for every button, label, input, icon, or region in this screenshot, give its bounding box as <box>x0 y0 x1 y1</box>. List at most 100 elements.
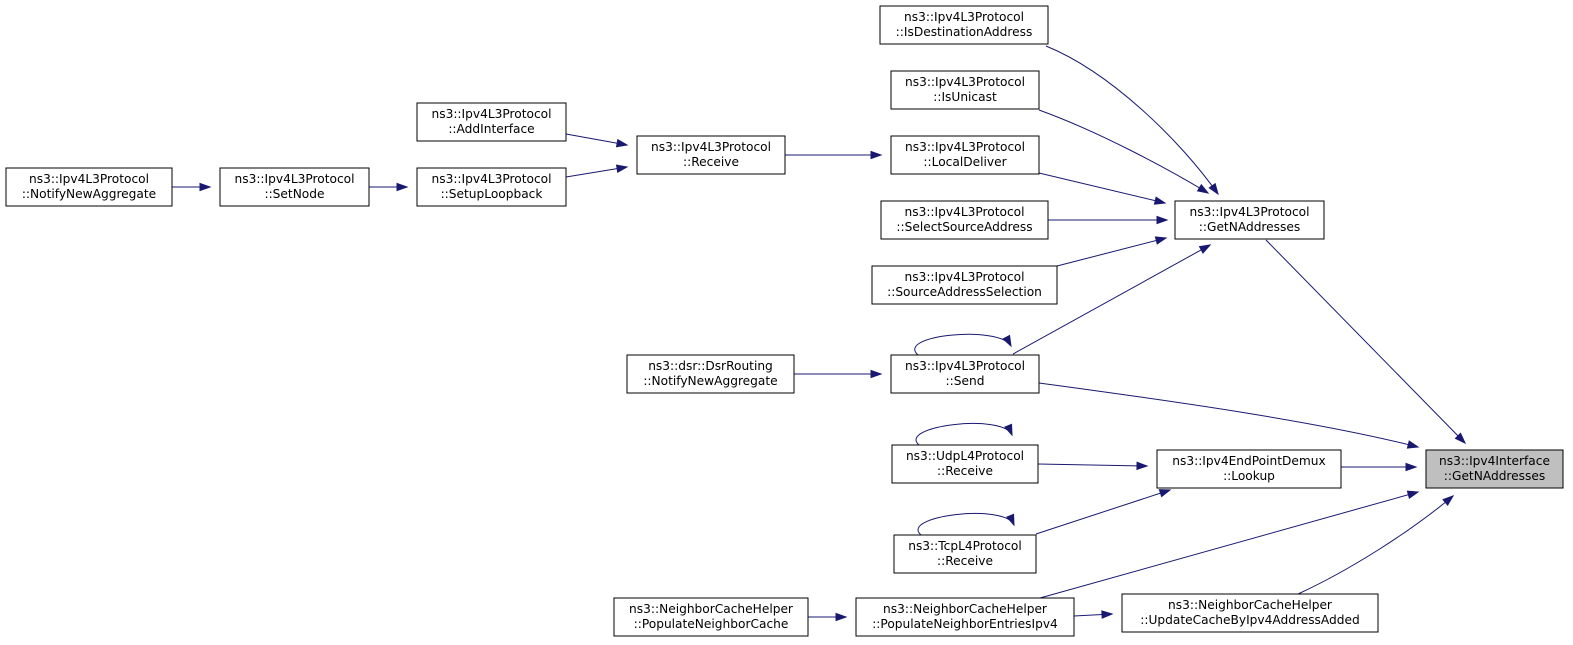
arrow-head <box>1198 244 1212 254</box>
arrow-head <box>1405 462 1418 472</box>
edge-setloop-to-recv <box>565 164 629 178</box>
node-method-label: ::AddInterface <box>448 122 534 136</box>
node-method-label: ::GetNAddresses <box>1444 469 1545 483</box>
node-isuni[interactable]: ns3::Ipv4L3Protocol::IsUnicast <box>890 70 1040 110</box>
node-update[interactable]: ns3::NeighborCacheHelper::UpdateCacheByI… <box>1121 593 1379 633</box>
node-box[interactable] <box>1156 449 1342 489</box>
node-method-label: ::LocalDeliver <box>923 155 1007 169</box>
node-dsr[interactable]: ns3::dsr::DsrRouting::NotifyNewAggregate <box>626 354 795 394</box>
arrow-head <box>1406 490 1420 499</box>
arrow-head <box>1406 440 1420 449</box>
node-method-label: ::SelectSourceAddress <box>896 220 1032 234</box>
edge-line <box>1038 109 1209 194</box>
arrow-head <box>1156 215 1169 225</box>
edge-line <box>1038 172 1166 204</box>
node-class-label: ns3::dsr::DsrRouting <box>648 359 773 373</box>
node-local[interactable]: ns3::Ipv4L3Protocol::LocalDeliver <box>890 135 1040 175</box>
node-recv[interactable]: ns3::Ipv4L3Protocol::Receive <box>636 135 786 175</box>
arrow-head <box>1002 334 1012 348</box>
node-target[interactable]: ns3::Ipv4Interface::GetNAddresses <box>1425 449 1564 489</box>
edge-line <box>1012 244 1211 355</box>
node-tcp[interactable]: ns3::TcpL4Protocol::Receive <box>893 534 1037 574</box>
edge-notify1-to-setnode <box>172 182 212 192</box>
node-method-label: ::Send <box>946 374 985 388</box>
node-box[interactable] <box>416 167 567 207</box>
node-method-label: ::Receive <box>937 554 993 568</box>
node-box[interactable] <box>890 135 1040 175</box>
node-box[interactable] <box>416 102 567 142</box>
edge-line <box>917 512 1015 536</box>
node-class-label: ns3::NeighborCacheHelper <box>883 602 1048 616</box>
node-method-label: ::NotifyNewAggregate <box>643 374 777 388</box>
node-box[interactable] <box>880 200 1049 240</box>
edge-setnode-to-setloop <box>369 182 409 192</box>
node-srcsel[interactable]: ns3::Ipv4L3Protocol::SourceAddressSelect… <box>871 265 1058 305</box>
arrow-head <box>835 612 848 622</box>
node-class-label: ns3::Ipv4L3Protocol <box>651 140 771 154</box>
arrow-head <box>1208 182 1219 196</box>
node-box[interactable] <box>1174 200 1325 240</box>
node-box[interactable] <box>893 534 1037 574</box>
node-class-label: ns3::Ipv4EndPointDemux <box>1172 454 1325 468</box>
arrow-head <box>199 182 212 192</box>
node-box[interactable] <box>855 597 1075 637</box>
edge-send-to-send <box>914 333 1012 356</box>
node-box[interactable] <box>636 135 786 175</box>
node-method-label: ::SetNode <box>264 187 324 201</box>
edge-popent-to-target <box>1039 490 1420 599</box>
node-notify1[interactable]: ns3::Ipv4L3Protocol::NotifyNewAggregate <box>5 167 173 207</box>
node-box[interactable] <box>5 167 173 207</box>
node-setnode[interactable]: ns3::Ipv4L3Protocol::SetNode <box>219 167 370 207</box>
node-box[interactable] <box>1121 593 1379 633</box>
node-method-label: ::PopulateNeighborEntriesIpv4 <box>872 617 1058 631</box>
node-method-label: ::PopulateNeighborCache <box>634 617 789 631</box>
node-method-label: ::GetNAddresses <box>1199 220 1300 234</box>
node-selsrc[interactable]: ns3::Ipv4L3Protocol::SelectSourceAddress <box>880 200 1049 240</box>
arrow-head <box>1153 196 1167 205</box>
node-addif[interactable]: ns3::Ipv4L3Protocol::AddInterface <box>416 102 567 142</box>
node-method-label: ::IsUnicast <box>933 90 997 104</box>
node-method-label: ::UpdateCacheByIpv4AddressAdded <box>1140 613 1360 627</box>
arrow-head <box>1136 461 1149 471</box>
edge-local-to-getn <box>1038 172 1167 205</box>
node-method-label: ::SetupLoopback <box>441 187 544 201</box>
node-box[interactable] <box>219 167 370 207</box>
node-class-label: ns3::TcpL4Protocol <box>908 539 1022 553</box>
node-class-label: ns3::Ipv4L3Protocol <box>905 75 1025 89</box>
arrow-head <box>615 138 629 148</box>
node-class-label: ns3::Ipv4L3Protocol <box>432 172 552 186</box>
edge-tcp-to-tcp <box>917 512 1015 536</box>
node-box[interactable] <box>890 70 1040 110</box>
edge-recv-to-local <box>785 150 883 160</box>
edge-lookup-to-target <box>1341 462 1418 472</box>
node-send[interactable]: ns3::Ipv4L3Protocol::Send <box>890 354 1040 394</box>
node-box[interactable] <box>879 5 1049 45</box>
node-popcache[interactable]: ns3::NeighborCacheHelper::PopulateNeighb… <box>613 597 809 637</box>
arrow-head <box>396 182 409 192</box>
node-box[interactable] <box>1425 449 1564 489</box>
node-getn[interactable]: ns3::Ipv4L3Protocol::GetNAddresses <box>1174 200 1325 240</box>
node-lookup[interactable]: ns3::Ipv4EndPointDemux::Lookup <box>1156 449 1342 489</box>
node-box[interactable] <box>890 354 1040 394</box>
edge-line <box>914 333 1012 356</box>
node-setloop[interactable]: ns3::Ipv4L3Protocol::SetupLoopback <box>416 167 567 207</box>
node-box[interactable] <box>626 354 795 394</box>
node-class-label: ns3::UdpL4Protocol <box>906 449 1024 463</box>
node-class-label: ns3::Ipv4L3Protocol <box>905 270 1025 284</box>
node-class-label: ns3::Ipv4L3Protocol <box>432 107 552 121</box>
node-method-label: ::Lookup <box>1223 469 1275 483</box>
arrow-head <box>1101 610 1114 619</box>
edge-popcache-to-popent <box>808 612 848 622</box>
node-box[interactable] <box>871 265 1058 305</box>
node-isdest[interactable]: ns3::Ipv4L3Protocol::IsDestinationAddres… <box>879 5 1049 45</box>
edge-line <box>915 422 1013 446</box>
node-method-label: ::SourceAddressSelection <box>887 285 1042 299</box>
edge-line <box>1039 491 1419 599</box>
edge-line <box>1297 495 1454 595</box>
node-popent[interactable]: ns3::NeighborCacheHelper::PopulateNeighb… <box>855 597 1075 637</box>
edge-addif-to-recv <box>565 133 629 148</box>
node-box[interactable] <box>891 444 1039 484</box>
node-box[interactable] <box>613 597 809 637</box>
node-udp[interactable]: ns3::UdpL4Protocol::Receive <box>891 444 1039 484</box>
arrow-head <box>870 369 883 379</box>
